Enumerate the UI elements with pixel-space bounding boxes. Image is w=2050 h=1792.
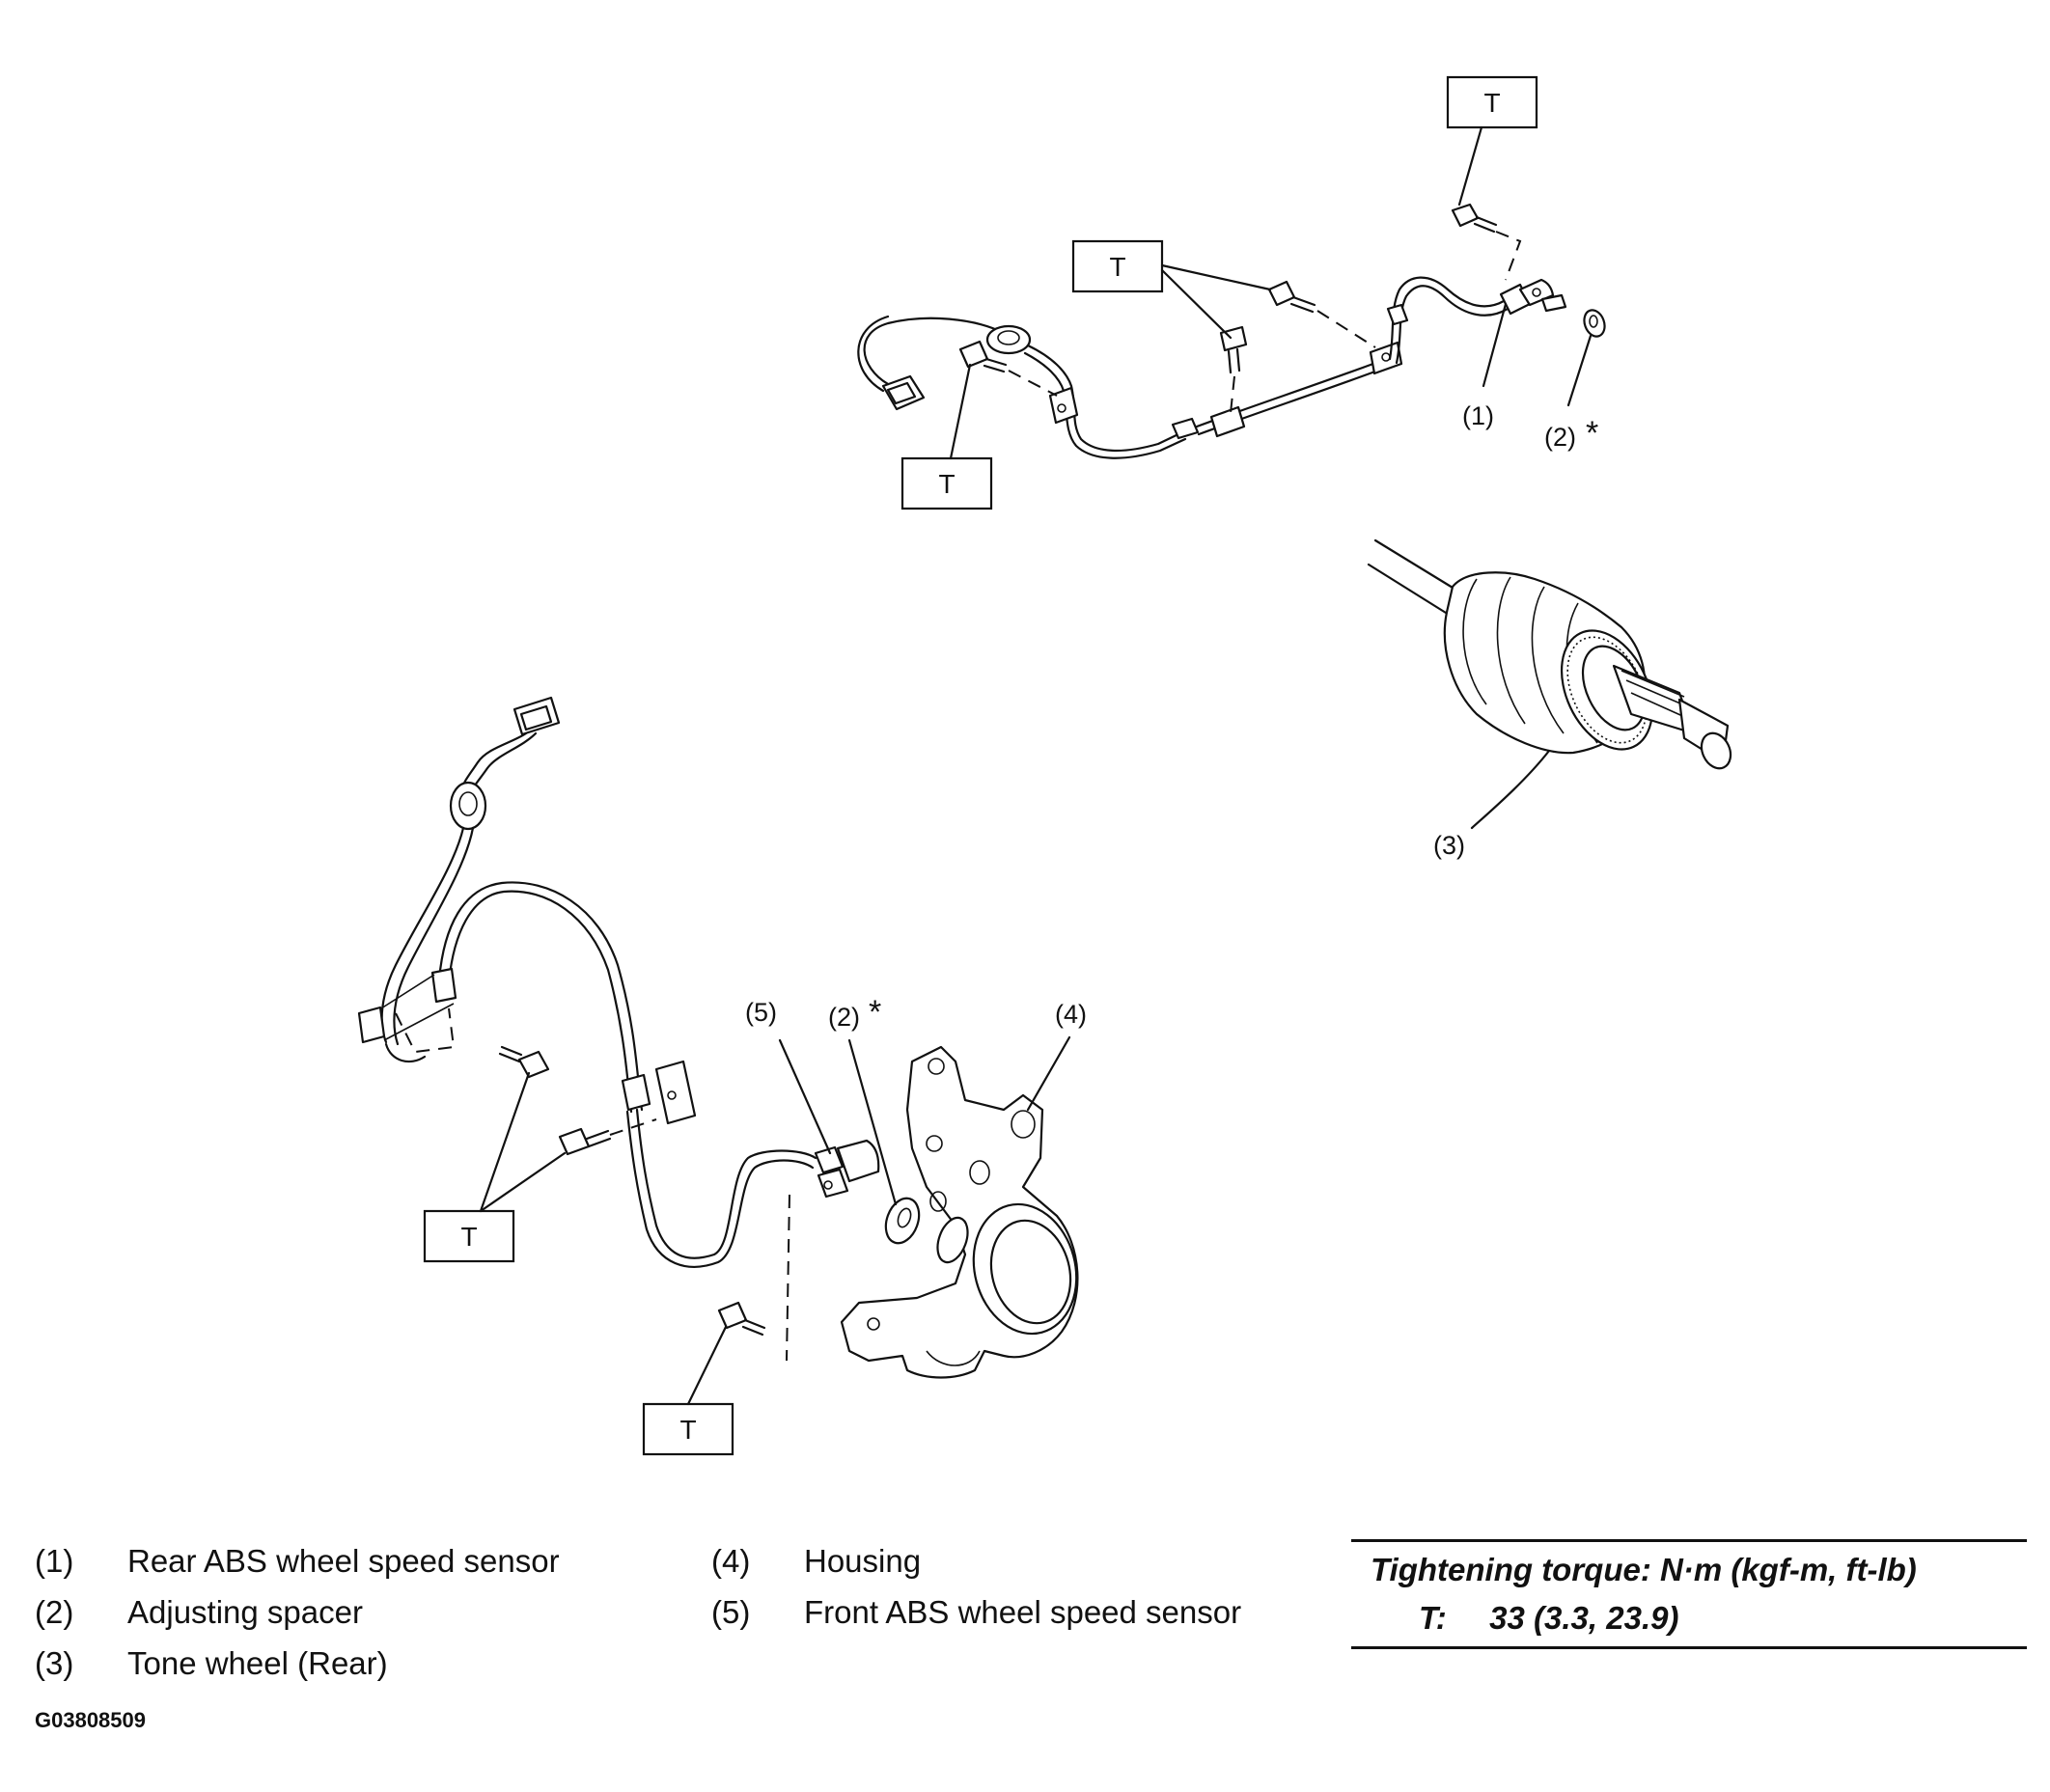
legend-item: (5) Front ABS wheel speed sensor [711,1593,1241,1632]
svg-text:T: T [460,1222,477,1252]
svg-text:(1): (1) [1462,401,1494,430]
divider [1351,1539,2027,1542]
callouts-top: (1) (2) * [1462,302,1598,452]
legend-number: (4) [711,1543,751,1579]
legend-label: Tone wheel (Rear) [127,1645,388,1681]
callouts-bottom: (5) (2) * [745,994,898,1206]
svg-text:(5): (5) [745,998,777,1027]
legend-number: (5) [711,1594,751,1630]
torque-boxes-top: T T T [900,75,1538,510]
legend: (1) Rear ABS wheel speed sensor (2) Adju… [0,1534,2050,1727]
svg-text:T: T [938,469,955,499]
svg-text:(2): (2) [828,1003,860,1032]
svg-text:(3): (3) [1433,831,1465,860]
legend-item: (4) Housing [711,1542,921,1581]
torque-title: Tightening torque: N·m (kgf-m, ft-lb) [1371,1552,1917,1587]
torque-box [1446,75,1538,129]
legend-number: (3) [35,1645,74,1681]
legend-label: Front ABS wheel speed sensor [804,1594,1242,1630]
front-bolts [498,1045,766,1337]
torque-value-row: T: 33 (3.3, 23.9) [1351,1596,2027,1646]
torque-value: 33 (3.3, 23.9) [1489,1600,1679,1636]
legend-label: Housing [804,1543,922,1579]
torque-spec: Tightening torque: N·m (kgf-m, ft-lb) T:… [1351,1539,2027,1649]
torque-box [423,1209,515,1263]
legend-number: (2) [35,1594,74,1630]
legend-item: (2) Adjusting spacer [35,1593,363,1632]
legend-number: (1) [35,1543,74,1579]
svg-text:*: * [1586,415,1598,452]
torque-box [900,456,993,510]
svg-text:T: T [1109,252,1125,282]
legend-item: (3) Tone wheel (Rear) [35,1644,388,1683]
svg-text:(4): (4) [1055,1000,1087,1029]
torque-boxes-bottom: T T [423,1071,734,1456]
torque-box [642,1402,734,1456]
tone-wheel-axle: (3) [1367,538,1732,860]
svg-text:T: T [679,1415,696,1445]
svg-text:*: * [869,994,881,1031]
torque-key: T: [1419,1600,1447,1636]
svg-text:(2): (2) [1544,423,1576,452]
svg-text:T: T [1483,88,1500,118]
divider [1351,1646,2027,1649]
front-sensor-harness [357,696,921,1362]
legend-label: Rear ABS wheel speed sensor [127,1543,560,1579]
housing: (4) [840,1000,1087,1379]
legend-item: (1) Rear ABS wheel speed sensor [35,1542,560,1581]
rear-sensor-harness [857,276,1606,459]
rear-bolts [958,203,1522,414]
legend-label: Adjusting spacer [127,1594,363,1630]
figure-id: G03808509 [35,1708,146,1732]
abs-sensor-diagram: T T T (1) (2) * [357,75,1732,1456]
